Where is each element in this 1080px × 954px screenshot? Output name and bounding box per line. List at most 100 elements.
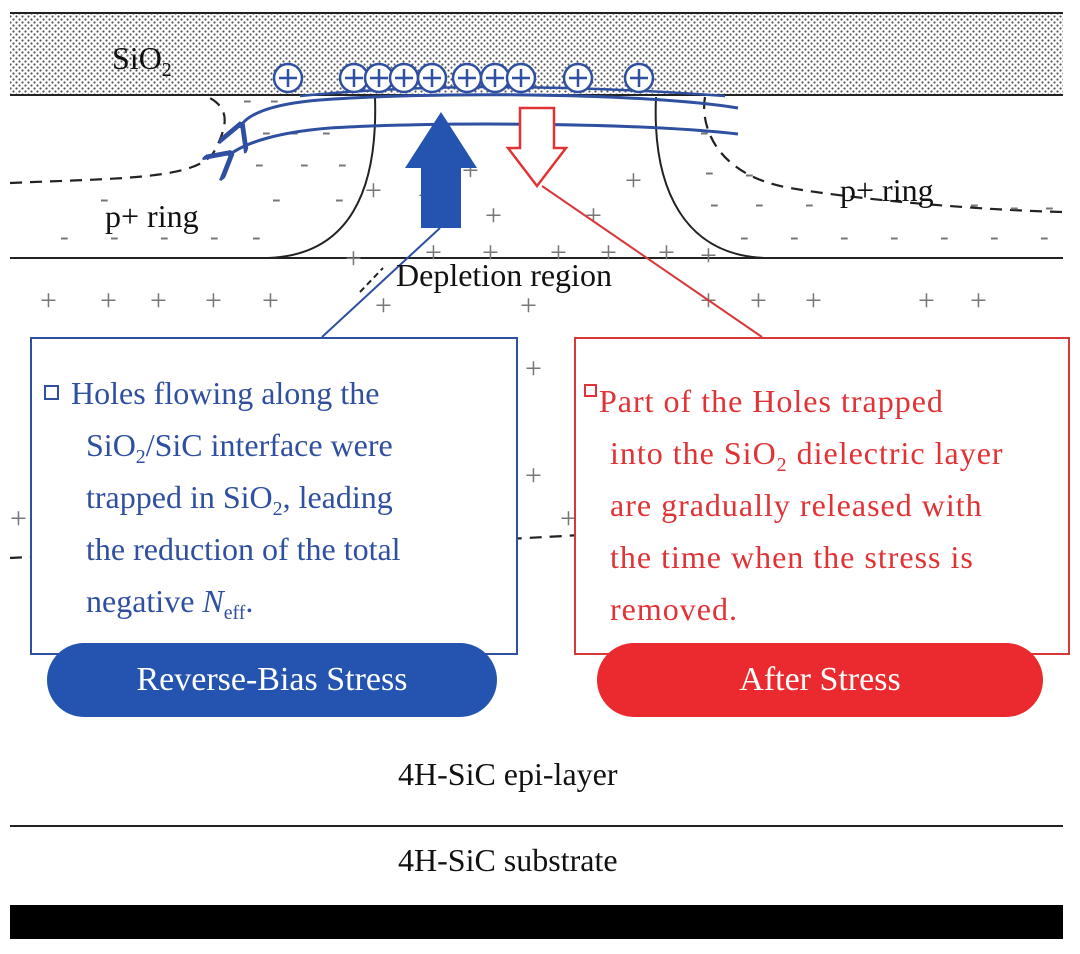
plus-charge: + — [560, 502, 577, 535]
p-ring-right-label: p+ ring — [840, 172, 934, 208]
plus-charge: + — [482, 236, 499, 269]
minus-charge: - — [840, 222, 849, 251]
red-line-4: the time when the stress is — [610, 539, 974, 575]
blue-line-3a: trapped in SiO — [86, 479, 273, 515]
back-contact — [10, 905, 1063, 939]
plus-charge: + — [10, 502, 27, 535]
plus-charge: + — [205, 284, 222, 317]
depletion-boundary-left — [9, 96, 226, 185]
red-line-1: Part of the Holes trapped — [599, 383, 944, 419]
minus-charge: - — [300, 85, 309, 114]
minus-charge: - — [1010, 192, 1019, 221]
depletion-boundary-right — [703, 96, 1064, 214]
plus-charge: + — [525, 352, 542, 385]
blue-callout-pointer — [321, 227, 441, 338]
minus-charge: - — [940, 222, 949, 251]
minus-charge: - — [990, 222, 999, 251]
plus-charge: + — [100, 284, 117, 317]
plus-charge: + — [970, 284, 987, 317]
plus-charge: + — [525, 459, 542, 492]
sio2-label: SiO2 — [112, 40, 172, 80]
minus-charge: - — [243, 85, 252, 114]
plus-charge: + — [425, 236, 442, 269]
minus-charge: - — [970, 189, 979, 218]
minus-charge: - — [100, 184, 109, 213]
minus-charge: - — [272, 184, 281, 213]
plus-charge: + — [40, 284, 57, 317]
hole-flow-arrow-lower — [228, 122, 739, 156]
plus-charge: + — [550, 236, 567, 269]
minus-charge: - — [262, 117, 271, 146]
minus-charge: - — [745, 159, 754, 188]
checkbox-bullet-icon — [584, 384, 597, 398]
after-stress-label: After Stress — [739, 661, 901, 698]
negative-charges: - - - - - - - - - - - - - - - - - - - - … — [60, 85, 1054, 251]
blue-line-2b: /SiC interface were — [145, 427, 393, 463]
blue-line-1: Holes flowing along the — [71, 375, 380, 411]
trapped-holes — [272, 62, 655, 94]
plus-charge: + — [805, 284, 822, 317]
plus-charge: + — [585, 199, 602, 232]
plus-charge: + — [658, 236, 675, 269]
plus-charge: + — [520, 289, 537, 322]
minus-charge: - — [740, 222, 749, 251]
plus-charge: + — [365, 174, 382, 207]
minus-charge: - — [255, 149, 264, 178]
minus-charge: - — [252, 222, 261, 251]
substrate-label: 4H-SiC substrate — [398, 842, 618, 878]
trapped-hole-icon — [388, 62, 420, 94]
p-ring-left-label: p+ ring — [105, 198, 199, 234]
minus-charge: - — [790, 222, 799, 251]
minus-charge: - — [890, 222, 899, 251]
trapped-hole-icon — [562, 62, 594, 94]
red-line-5: removed. — [610, 591, 738, 627]
minus-charge: - — [270, 85, 279, 114]
red-line-2a: into the SiO — [610, 435, 777, 471]
minus-charge: - — [60, 222, 69, 251]
blue-line-2-sub: 2 — [135, 445, 146, 468]
minus-charge: - — [300, 149, 309, 178]
minus-charge: - — [338, 149, 347, 178]
minus-charge: - — [210, 222, 219, 251]
plus-charge: + — [750, 284, 767, 317]
release-down-arrow — [505, 106, 569, 189]
sio2-label-sub: 2 — [161, 58, 172, 81]
red-line-3: are gradually released with — [610, 487, 983, 523]
blue-line-3b: , leading — [282, 479, 393, 515]
blue-line-3-sub: 2 — [272, 497, 283, 520]
blue-line-5b: . — [245, 583, 254, 619]
minus-charge: - — [1045, 192, 1054, 221]
minus-charge: - — [160, 222, 169, 251]
blue-line-4: the reduction of the total — [86, 531, 401, 567]
p-ring-left-boundary — [267, 96, 377, 259]
blue-line-5a: negative — [86, 583, 203, 619]
trap-up-arrow — [405, 112, 477, 228]
reverse-bias-callout: Holes flowing along the SiO2/SiC interfa… — [30, 337, 518, 655]
reverse-bias-stress-label: Reverse-Bias Stress — [136, 661, 408, 698]
checkbox-bullet-icon — [44, 385, 59, 401]
plus-charge: + — [375, 289, 392, 322]
epi-layer-label: 4H-SiC epi-layer — [398, 756, 618, 792]
plus-charge: + — [485, 199, 502, 232]
red-callout-pointer — [541, 185, 763, 338]
after-stress-callout: Part of the Holes trapped into the SiO2 … — [574, 337, 1070, 655]
red-line-2b: dielectric layer — [787, 435, 1004, 471]
trapped-hole-icon — [505, 62, 537, 94]
minus-charge: - — [755, 189, 764, 218]
blue-line-2a: SiO — [86, 427, 136, 463]
plus-charge: + — [345, 242, 362, 275]
plus-charge: + — [262, 284, 279, 317]
plus-charge: + — [700, 239, 717, 272]
blue-line-5-n: N — [202, 583, 224, 619]
reverse-bias-callout-text: Holes flowing along the SiO2/SiC interfa… — [44, 367, 514, 627]
trapped-hole-icon — [479, 62, 511, 94]
after-stress-pill: After Stress — [597, 643, 1043, 717]
minus-charge: - — [110, 222, 119, 251]
minus-charge: - — [730, 117, 739, 146]
minus-charge: - — [335, 184, 344, 213]
sio2-layer — [10, 13, 1063, 95]
plus-charge: + — [918, 284, 935, 317]
depletion-region-label: Depletion region — [396, 257, 612, 293]
blue-line-5-sub: eff — [223, 601, 246, 624]
